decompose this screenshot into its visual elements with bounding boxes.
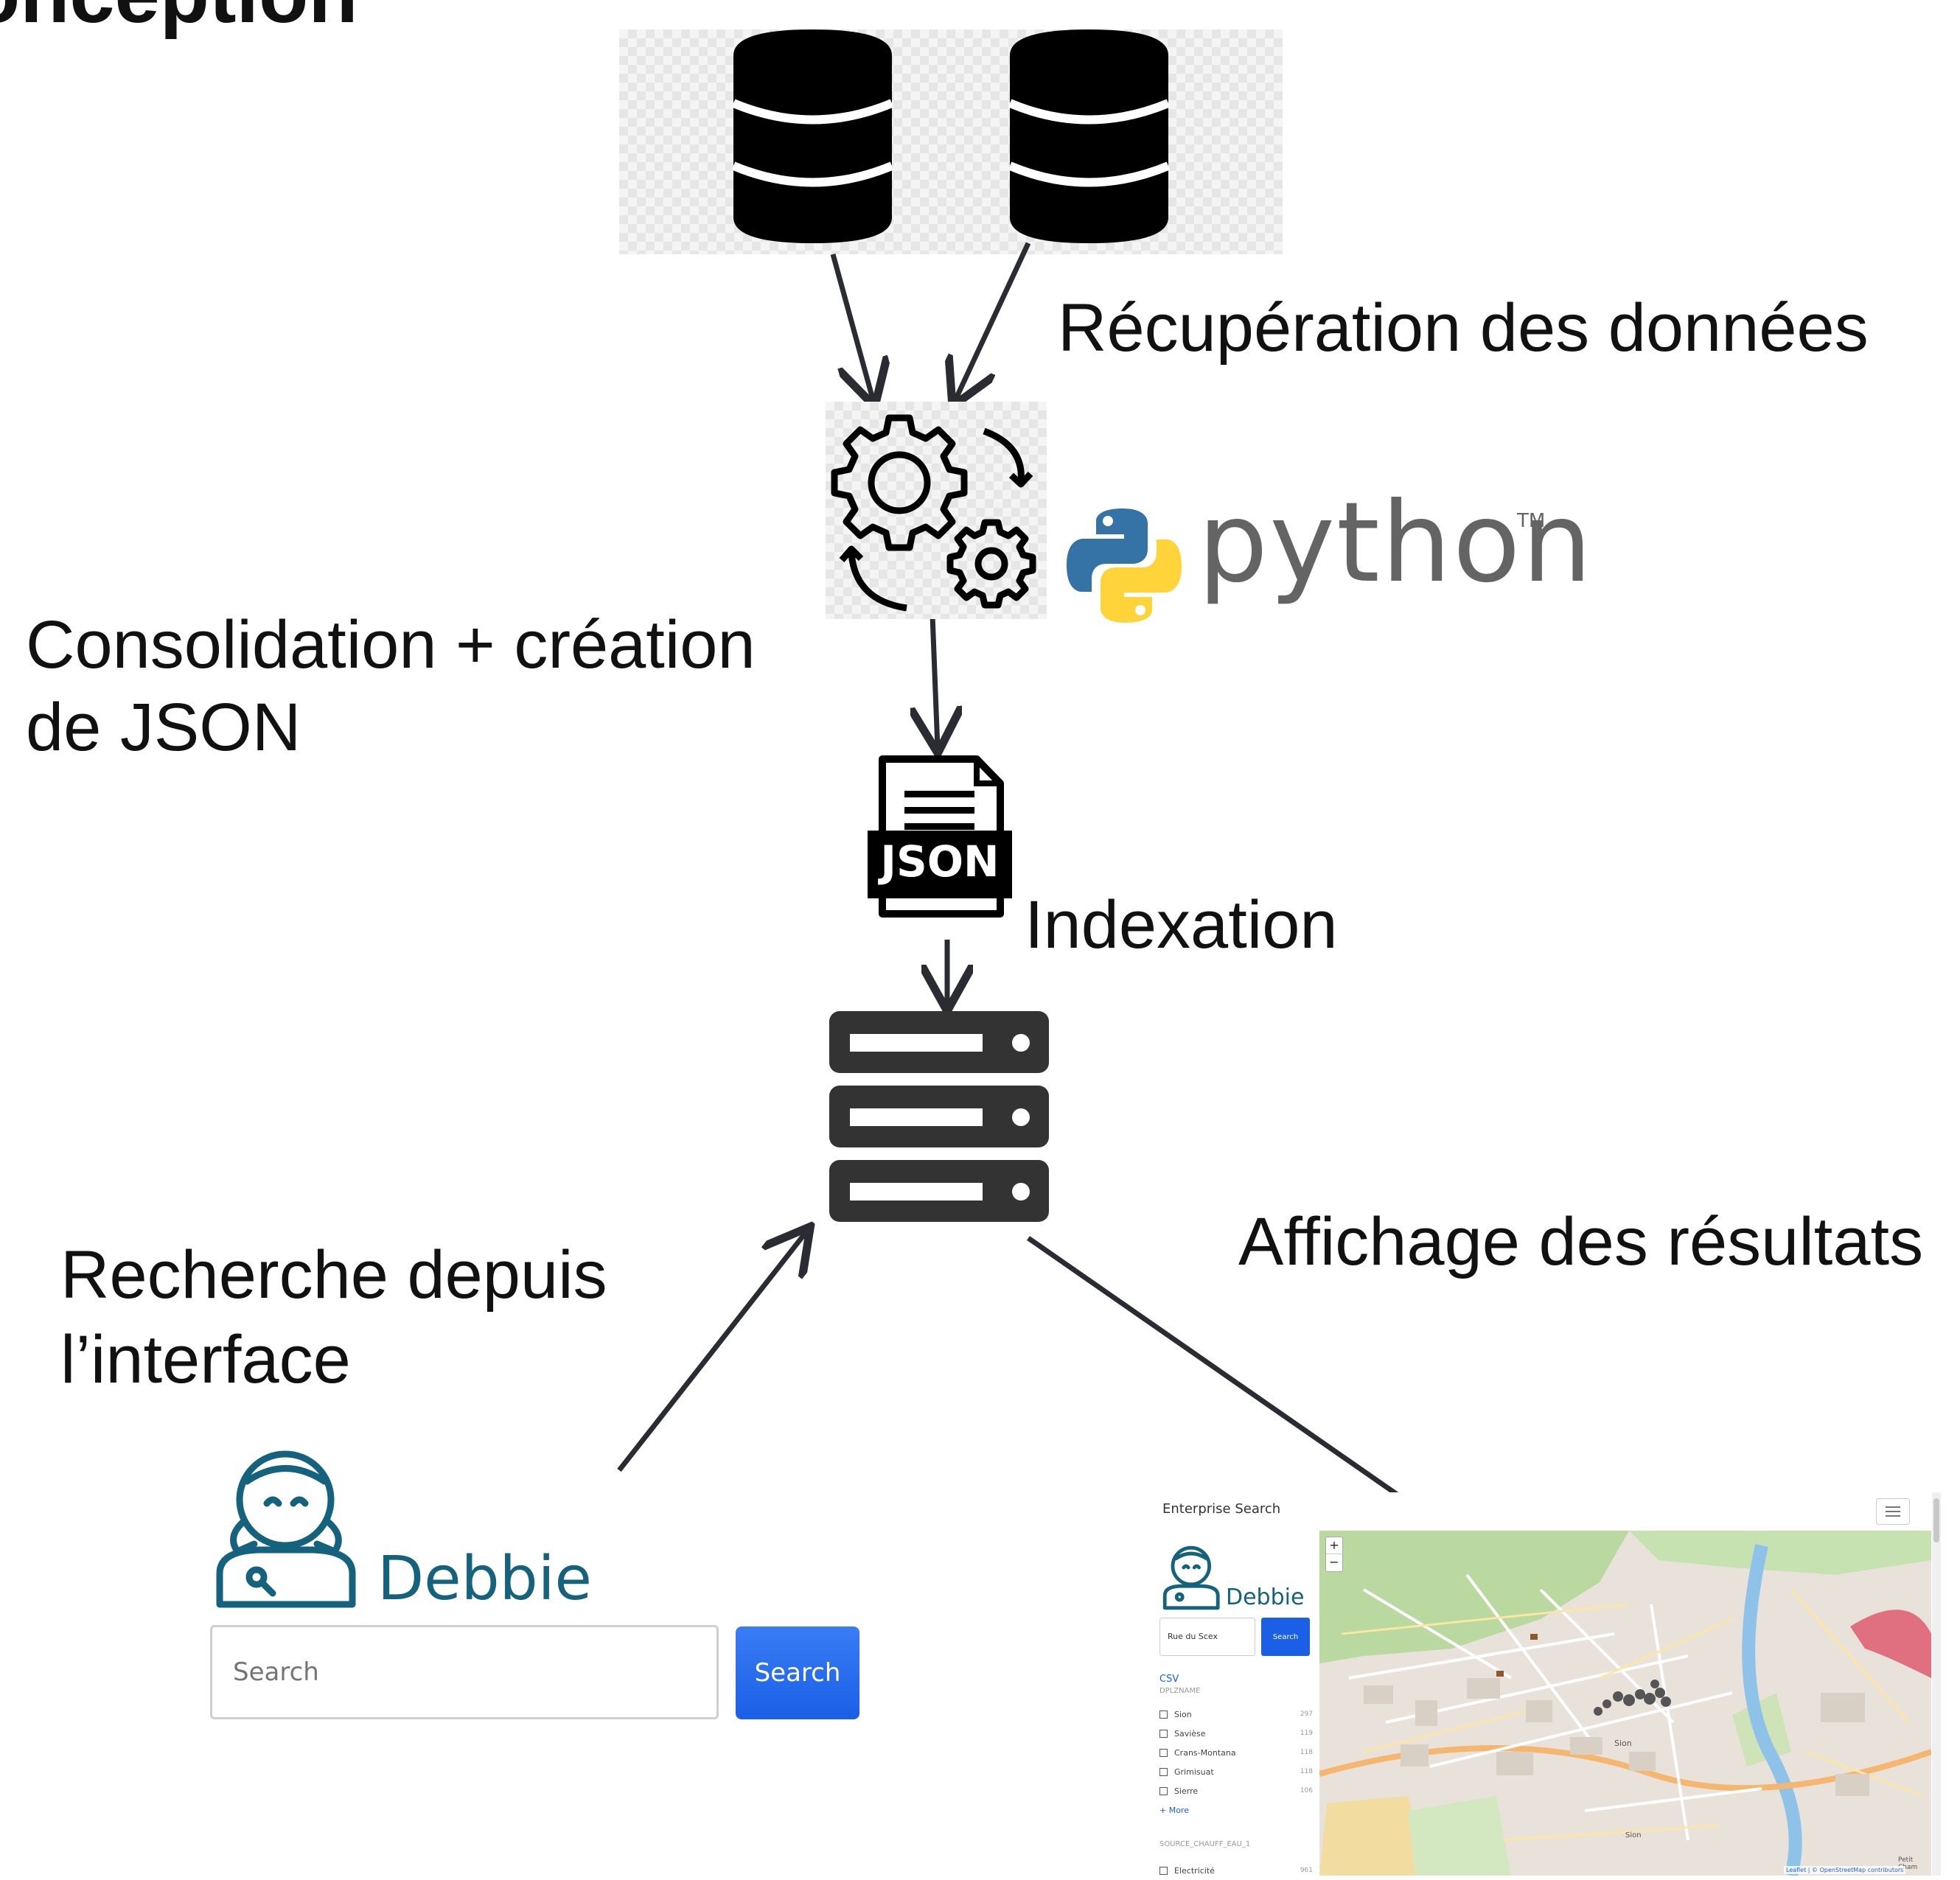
checkbox[interactable] xyxy=(1159,1767,1168,1776)
facet1-title: DPLZNAME xyxy=(1159,1687,1201,1695)
map-tiles xyxy=(1319,1531,1931,1876)
debbie-brand-small: Debbie xyxy=(1226,1584,1305,1610)
map-place-label: Petit Cham xyxy=(1898,1856,1918,1871)
more-link[interactable]: + More xyxy=(1159,1806,1189,1815)
hamburger-menu-icon[interactable] xyxy=(1876,1498,1910,1525)
map-attribution[interactable]: Leaflet | © OpenStreetMap contributors xyxy=(1784,1866,1906,1874)
facet-count: 119 xyxy=(1300,1730,1313,1737)
database-icon xyxy=(731,29,894,243)
debbie-avatar-icon-small xyxy=(1162,1545,1220,1610)
search-button[interactable]: Search xyxy=(736,1626,859,1719)
python-tm: TM xyxy=(1517,510,1546,532)
checkbox[interactable] xyxy=(1159,1786,1168,1795)
database-group xyxy=(619,29,1283,254)
facet-label: Crans-Montana xyxy=(1174,1747,1236,1758)
facet-count: 118 xyxy=(1300,1768,1313,1775)
scrollbar[interactable] xyxy=(1932,1492,1941,1876)
facet1-list: Sion 297 Savièse 119 Crans-Montana 118 G… xyxy=(1159,1705,1313,1800)
label-consolidation-line1: Consolidation + création xyxy=(26,607,756,682)
zoom-out-button[interactable]: − xyxy=(1329,1555,1339,1569)
page-title: onception xyxy=(0,0,358,35)
results-search-input[interactable]: Rue du Scex xyxy=(1159,1618,1255,1656)
facet-item[interactable]: Sierre 106 xyxy=(1159,1781,1313,1800)
facet-count: 118 xyxy=(1300,1749,1313,1756)
arrow-db2-to-process xyxy=(955,242,1031,402)
facet-group-title: CSV xyxy=(1159,1674,1179,1685)
checkbox[interactable] xyxy=(1159,1866,1168,1875)
label-recherche-line2: l’interface xyxy=(60,1322,351,1397)
facet-label: Sion xyxy=(1174,1709,1192,1719)
debbie-avatar-icon xyxy=(216,1450,356,1608)
facet-item[interactable]: Crans-Montana 118 xyxy=(1159,1743,1313,1762)
label-consolidation-line2: de JSON xyxy=(26,690,301,765)
database-icon xyxy=(1008,29,1171,243)
label-recuperation: Récupération des données xyxy=(1058,290,1869,366)
facet-label: Grimisuat xyxy=(1174,1767,1214,1777)
facet2-title: SOURCE_CHAUFF_EAU_1 xyxy=(1159,1840,1251,1848)
python-logo xyxy=(1067,509,1182,623)
arrow-db1-to-process xyxy=(830,254,873,402)
zoom-in-button[interactable]: + xyxy=(1326,1537,1342,1554)
facet-item[interactable]: Sion 297 xyxy=(1159,1705,1313,1724)
results-search-button[interactable]: Search xyxy=(1261,1618,1310,1656)
debbie-brand: Debbie xyxy=(377,1544,592,1614)
results-screenshot: Enterprise Search Debbie Rue du Scex Sea… xyxy=(1154,1492,1960,1876)
label-indexation: Indexation xyxy=(1025,887,1338,962)
facet-label: Electricité xyxy=(1174,1865,1215,1876)
facet-count: 106 xyxy=(1300,1787,1313,1795)
facet2-list: Electricité 961 xyxy=(1159,1861,1313,1880)
json-label: JSON xyxy=(880,836,1000,887)
map-zoom-control: + − xyxy=(1325,1537,1343,1572)
results-map[interactable]: + − Sion Sion Petit Cham Leaflet | © Ope… xyxy=(1319,1531,1931,1876)
checkbox[interactable] xyxy=(1159,1710,1168,1719)
label-affichage: Affichage des résultats xyxy=(1238,1204,1924,1279)
app-title: Enterprise Search xyxy=(1162,1501,1281,1517)
map-place-label: Sion xyxy=(1625,1831,1642,1839)
arrow-process-to-json xyxy=(932,615,938,748)
checkbox[interactable] xyxy=(1159,1729,1168,1738)
server-icon xyxy=(829,1011,1049,1222)
facet-count: 961 xyxy=(1300,1867,1313,1874)
facet-item[interactable]: Grimisuat 118 xyxy=(1159,1762,1313,1781)
facet-label: Savièse xyxy=(1174,1728,1206,1739)
checkbox[interactable] xyxy=(1159,1748,1168,1757)
label-recherche-line1: Recherche depuis xyxy=(60,1237,607,1313)
arrow-search-to-server xyxy=(617,1231,807,1472)
facet-count: 297 xyxy=(1300,1710,1313,1718)
facet-label: Sierre xyxy=(1174,1786,1199,1796)
search-input[interactable] xyxy=(210,1625,719,1719)
gears-process-icon xyxy=(831,414,1036,612)
facet-item[interactable]: Electricité 961 xyxy=(1159,1861,1313,1880)
python-wordmark: python xyxy=(1198,479,1594,607)
map-place-label: Sion xyxy=(1614,1739,1632,1748)
facet-item[interactable]: Savièse 119 xyxy=(1159,1724,1313,1743)
json-file-icon xyxy=(868,755,1012,918)
results-search-value: Rue du Scex xyxy=(1168,1632,1218,1641)
